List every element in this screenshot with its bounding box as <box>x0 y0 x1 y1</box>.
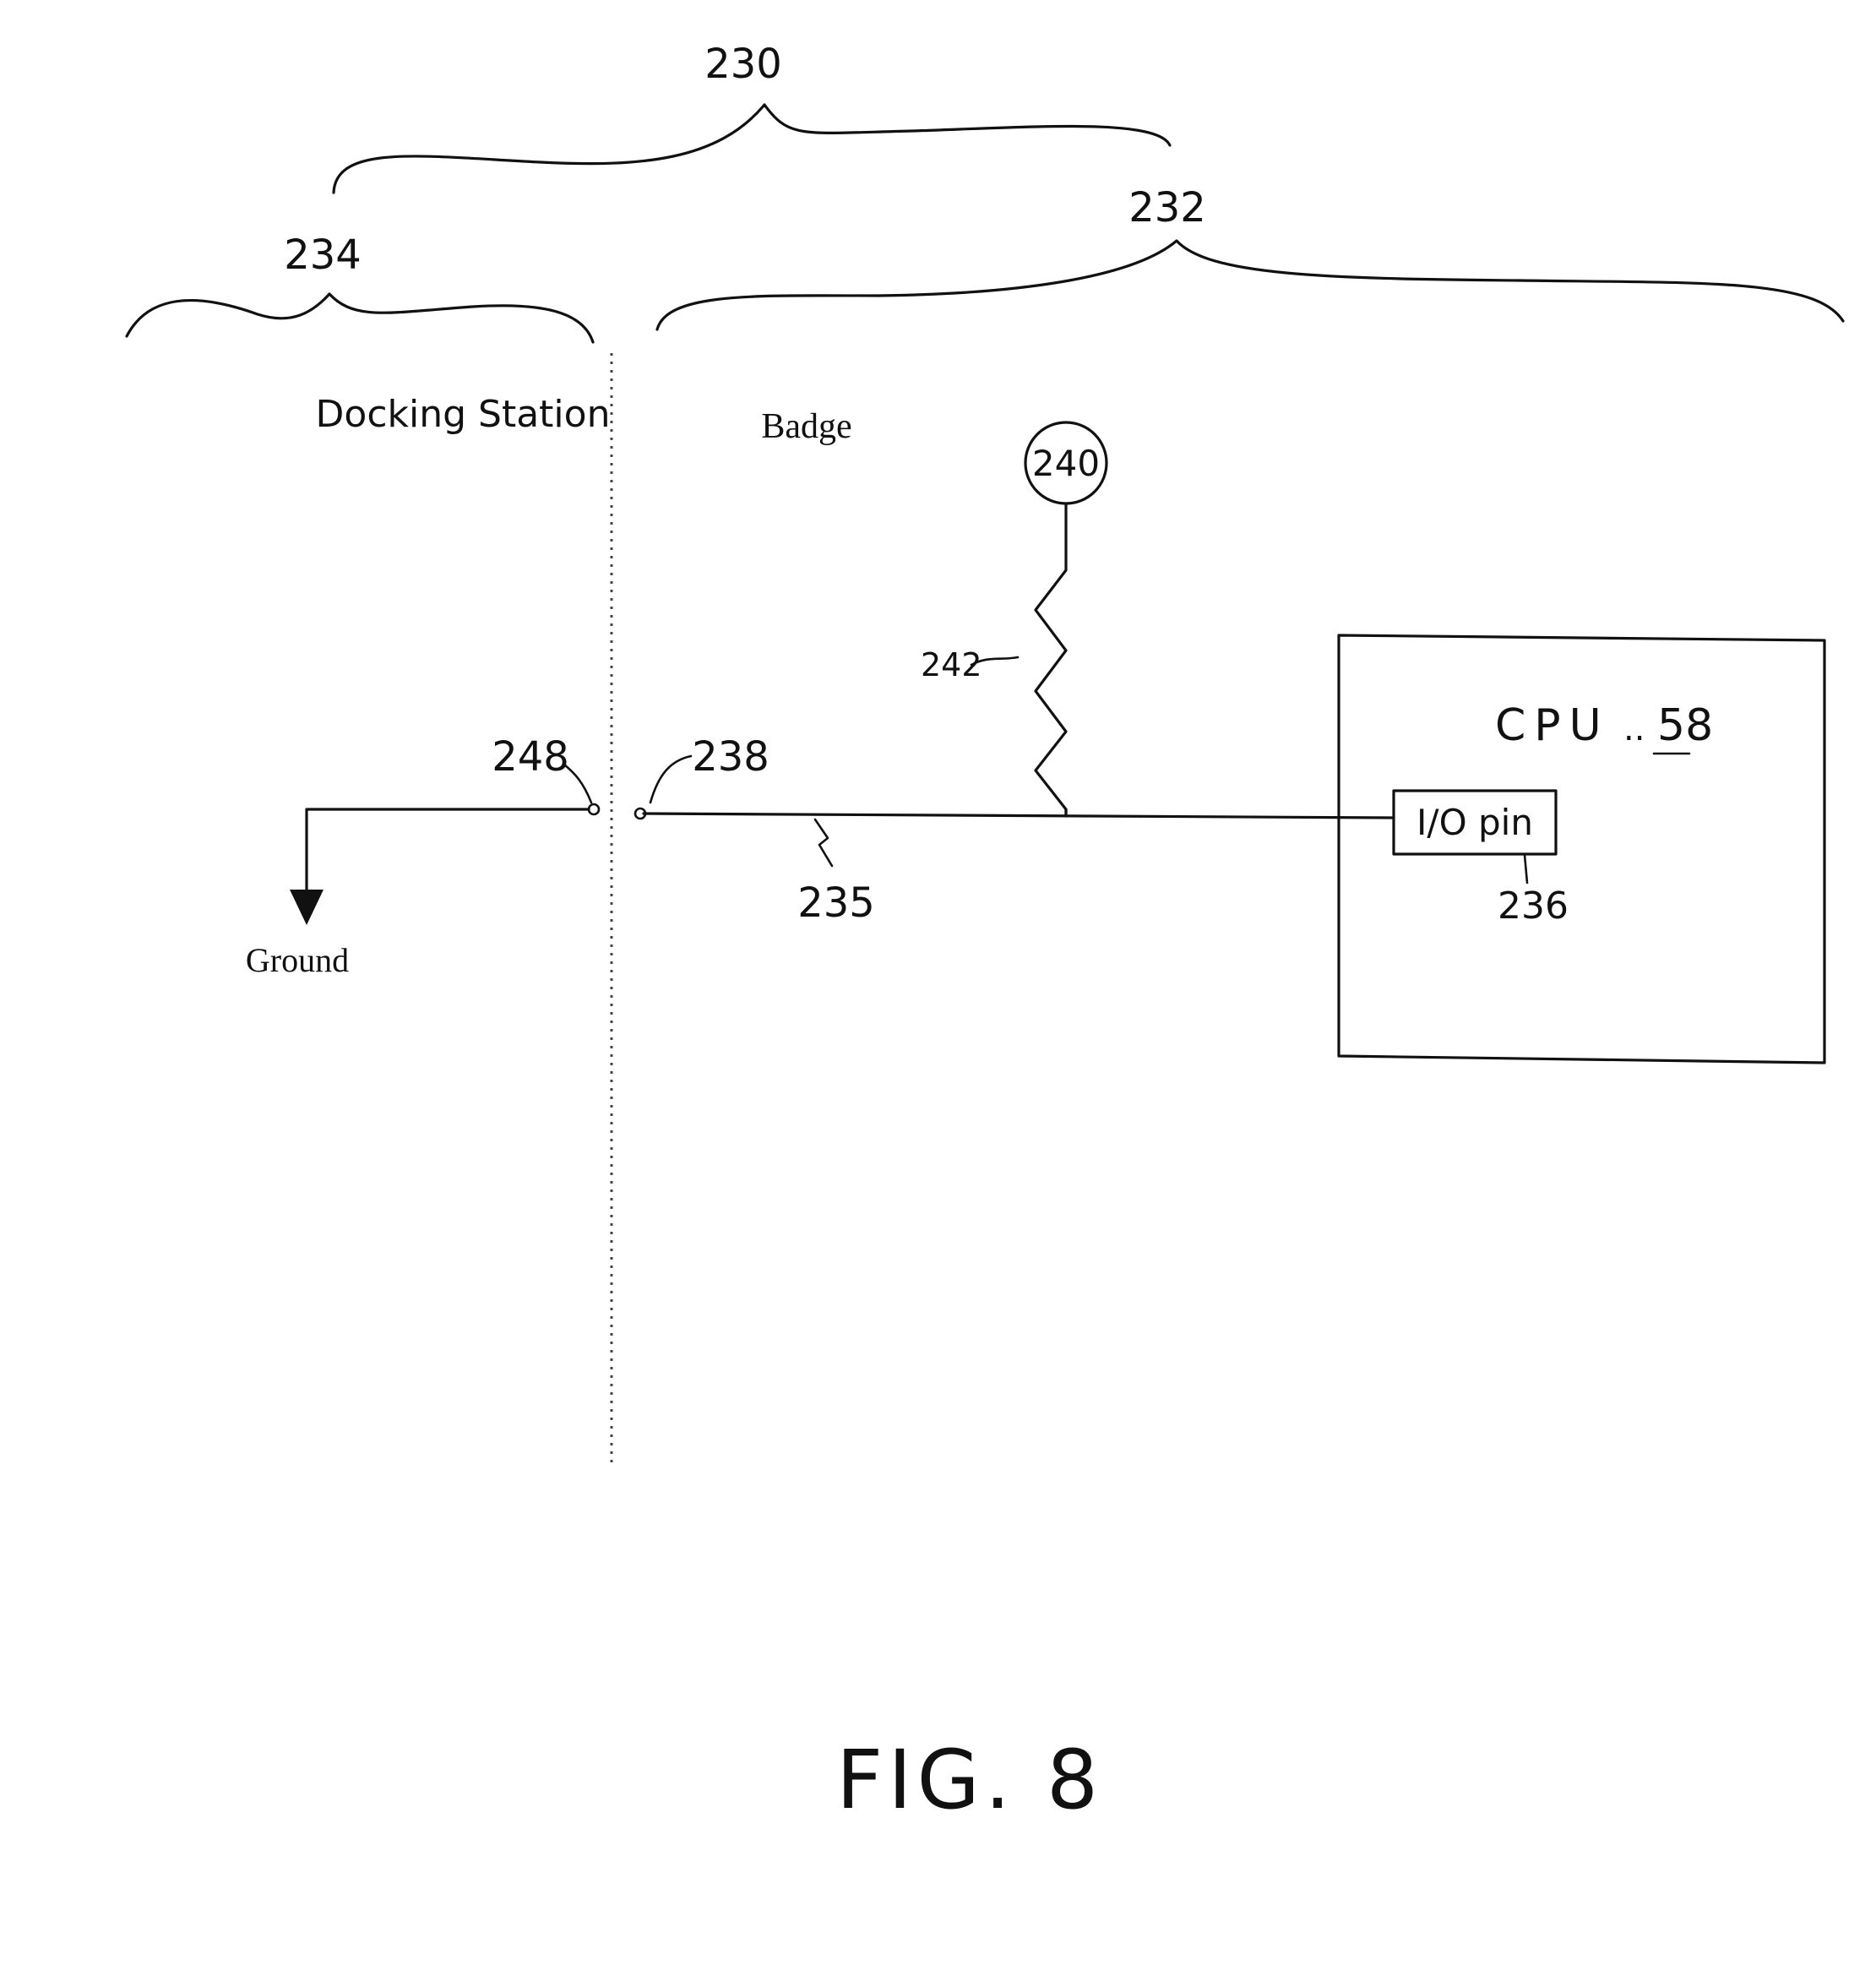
label-234: 234 <box>284 231 362 279</box>
label-235: 235 <box>797 879 875 927</box>
leader-238 <box>650 756 691 803</box>
brace-232 <box>657 241 1843 329</box>
label-236: 236 <box>1498 885 1569 928</box>
dock-contact-248 <box>589 804 599 814</box>
ground-wire <box>307 809 589 891</box>
cpu-label: CPU <box>1495 700 1610 751</box>
leader-235 <box>815 819 832 866</box>
figure-caption: FIG. 8 <box>836 1733 1103 1827</box>
io-pin-label: I/O pin <box>1417 802 1533 843</box>
label-240: 240 <box>1032 443 1100 484</box>
label-58: 58 <box>1657 700 1713 751</box>
label-238: 238 <box>692 733 769 781</box>
label-230: 230 <box>704 41 782 88</box>
resistor-242 <box>1036 503 1066 814</box>
label-248: 248 <box>492 733 569 781</box>
ground-arrow-icon <box>290 890 324 925</box>
badge-title: Badge <box>761 407 851 446</box>
brace-230 <box>334 105 1170 193</box>
cpu-ref-dots: .. <box>1623 710 1645 748</box>
label-232: 232 <box>1128 184 1206 231</box>
brace-234 <box>127 294 593 342</box>
ground-label: Ground <box>246 941 349 979</box>
conductor-235 <box>644 814 1394 818</box>
docking-station-title: Docking Station <box>316 393 611 436</box>
leader-236 <box>1525 855 1527 883</box>
cpu-block <box>1339 635 1824 1063</box>
